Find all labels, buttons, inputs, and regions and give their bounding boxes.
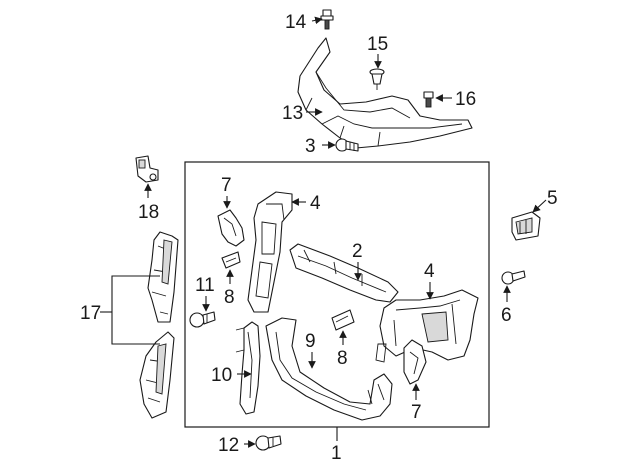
- upper-cover-part[interactable]: [297, 37, 473, 149]
- callout-11: 11: [195, 275, 215, 296]
- insulator-8-left[interactable]: [221, 251, 241, 269]
- callout-10: 10: [211, 365, 232, 386]
- bolt-3[interactable]: [335, 138, 359, 152]
- callout-13: 13: [282, 103, 303, 124]
- side-deflector-upper[interactable]: [147, 231, 179, 323]
- callout-8-left: 8: [224, 287, 235, 308]
- callout-1: 1: [331, 443, 342, 464]
- callout-17: 17: [80, 303, 101, 324]
- side-deflector-lower[interactable]: [139, 331, 175, 419]
- bolt-11[interactable]: [189, 311, 216, 328]
- tie-bar-part[interactable]: [289, 243, 399, 303]
- leader-lines: [144, 16, 547, 448]
- callout-5: 5: [547, 188, 558, 209]
- callout-7-lower: 7: [411, 402, 422, 423]
- clip-16[interactable]: [423, 91, 434, 108]
- callout-6: 6: [501, 305, 512, 326]
- callout-4-upper: 4: [310, 193, 321, 214]
- callout-3: 3: [305, 136, 316, 157]
- lower-tie-bar-9[interactable]: [265, 317, 393, 421]
- callout-7-upper: 7: [221, 175, 232, 196]
- callout-4-right: 4: [424, 261, 435, 282]
- bracket-17: [111, 275, 160, 345]
- bracket-7-right[interactable]: [403, 339, 427, 385]
- insulator-8-center[interactable]: [331, 309, 355, 331]
- bracket-7-left[interactable]: [217, 209, 245, 247]
- bolt-6[interactable]: [501, 270, 526, 285]
- bolt-12[interactable]: [255, 435, 282, 451]
- bolt-14[interactable]: [320, 9, 334, 30]
- callout-9: 9: [305, 331, 316, 352]
- callout-15: 15: [367, 34, 388, 55]
- support-left-part[interactable]: [247, 191, 293, 313]
- bracket-5[interactable]: [511, 211, 541, 241]
- callout-2: 2: [352, 241, 363, 262]
- callout-18: 18: [138, 202, 159, 223]
- clip-15[interactable]: [369, 68, 385, 90]
- callout-8-center: 8: [337, 348, 348, 369]
- bracket-18[interactable]: [135, 155, 159, 183]
- support-right-part[interactable]: [375, 289, 479, 363]
- callout-12: 12: [218, 435, 239, 456]
- callout-14: 14: [285, 12, 307, 33]
- callout-16: 16: [455, 89, 476, 110]
- center-support-10[interactable]: [235, 321, 261, 415]
